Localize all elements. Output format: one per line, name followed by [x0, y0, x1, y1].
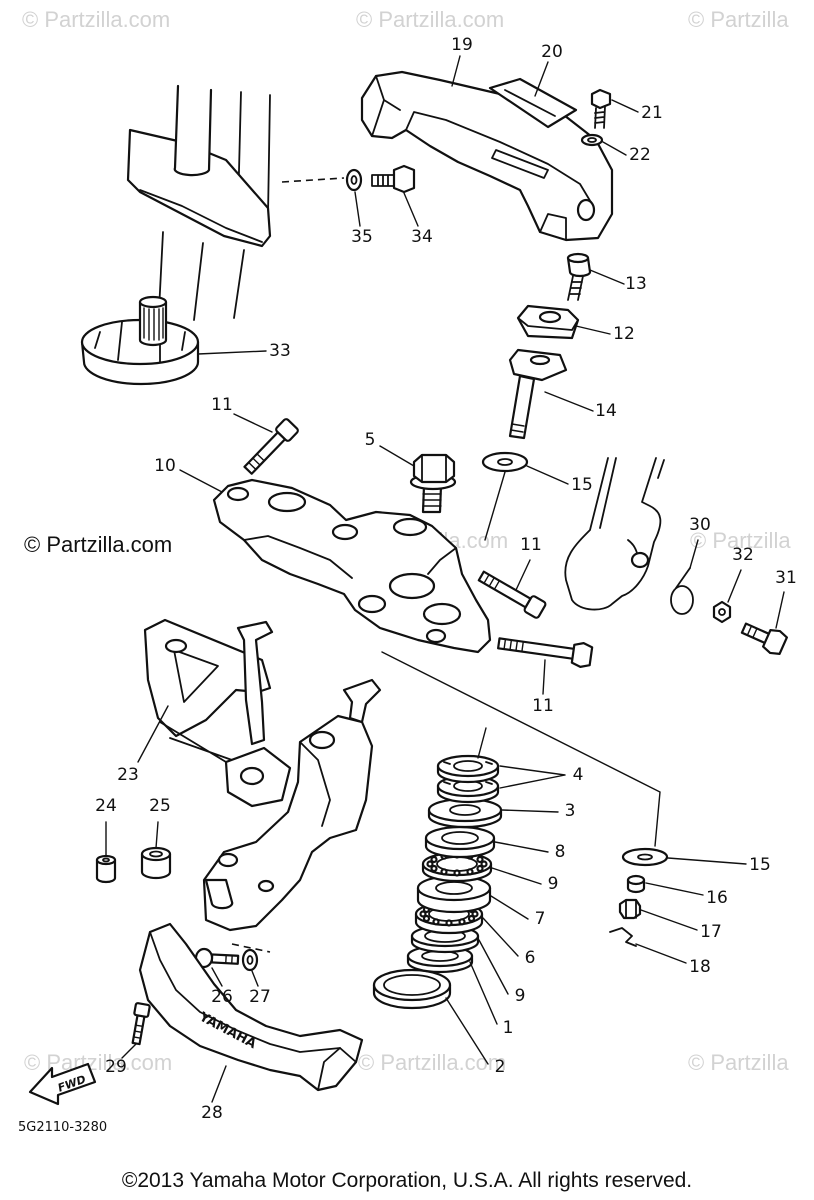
callout-9-lower: 9	[515, 986, 526, 1006]
callout-24: 24	[95, 796, 117, 816]
callout-23: 23	[117, 765, 139, 785]
callout-15-lower: 15	[749, 855, 771, 875]
callout-29: 29	[105, 1057, 127, 1077]
part-13-bolt	[566, 252, 592, 301]
part-29-bolt	[131, 1002, 151, 1046]
callout-22: 22	[629, 145, 651, 165]
part-34-bolt	[371, 164, 416, 194]
part-5-flange-bolt	[409, 453, 457, 514]
part-12-clamp	[516, 304, 580, 340]
part-21-bolt	[590, 88, 612, 129]
callout-5: 5	[365, 430, 376, 450]
callout-26: 26	[211, 987, 233, 1007]
callout-15-upper: 15	[571, 475, 593, 495]
callout-6: 6	[525, 948, 536, 968]
part-22-washer	[580, 133, 604, 147]
part-8-race	[424, 825, 496, 859]
part-4-ring-nut-upper	[436, 754, 500, 784]
callout-34: 34	[411, 227, 433, 247]
callout-21: 21	[641, 103, 663, 123]
watermark-bottom-right: © Partzilla	[688, 1050, 789, 1075]
diagram-code: 5G2110-3280	[18, 1120, 107, 1135]
callout-4: 4	[573, 765, 584, 785]
part-33-steering-stem-nut	[80, 295, 200, 386]
watermark-bottom-left: © Partzilla.com	[24, 1050, 172, 1075]
callout-32: 32	[732, 545, 754, 565]
part-11-bolt-middle	[477, 570, 547, 619]
callout-3: 3	[565, 801, 576, 821]
part-35-washer	[345, 168, 363, 192]
watermark-top-right: © Partzilla	[688, 7, 789, 32]
part-24-nut	[95, 854, 117, 884]
part-16-collar	[626, 874, 646, 894]
callout-10: 10	[154, 456, 176, 476]
callout-1: 1	[503, 1018, 514, 1038]
watermark-top-center: © Partzilla.com	[356, 7, 504, 32]
part-30-clip	[670, 567, 694, 615]
callout-2: 2	[495, 1057, 506, 1077]
callout-11-middle-bolt: 11	[520, 535, 542, 555]
callout-11-lower-bolt: 11	[532, 696, 554, 716]
callout-16: 16	[706, 888, 728, 908]
part-3-washer	[427, 797, 503, 829]
callout-14: 14	[595, 401, 617, 421]
part-31-bolt	[740, 622, 788, 655]
callout-30: 30	[689, 515, 711, 535]
part-17-nut	[618, 898, 642, 920]
part-19-upper-bracket	[360, 70, 614, 242]
part-2-seal	[372, 968, 452, 1010]
part-32-nut	[712, 600, 732, 624]
watermark-left-prominent: © Partzilla.com	[24, 532, 172, 557]
part-23-bracket	[143, 618, 292, 808]
callout-33: 33	[269, 341, 291, 361]
part-11-bolt-upper	[243, 418, 299, 475]
part-25-collar	[140, 846, 172, 880]
part-14-handlebar-holder	[508, 348, 568, 440]
guide-lines	[231, 177, 661, 953]
part-9-ball-bearing-upper	[421, 851, 493, 883]
leader-lines	[105, 55, 785, 1103]
callout-18: 18	[689, 957, 711, 977]
callout-25: 25	[149, 796, 171, 816]
fork-leg-lower	[564, 457, 665, 611]
callout-31: 31	[775, 568, 797, 588]
watermark-mid-right: © Partzilla	[690, 528, 791, 553]
callouts: 19 20 21 22 35 34 13 12 33 14 11 5 15 10…	[95, 35, 797, 1123]
callout-13: 13	[625, 274, 647, 294]
part-11-bolt-lower	[497, 637, 594, 668]
part-15-washer-lower	[621, 847, 669, 867]
part-15-washer-upper	[481, 451, 529, 473]
watermark-bottom-center: © Partzilla.com	[358, 1050, 506, 1075]
callout-12: 12	[613, 324, 635, 344]
part-7-race	[416, 874, 492, 914]
callout-28: 28	[201, 1103, 223, 1123]
callout-27: 27	[249, 987, 271, 1007]
watermark-top-left: © Partzilla.com	[22, 7, 170, 32]
part-27-washer	[241, 948, 259, 972]
callout-35: 35	[351, 227, 373, 247]
callout-11-upper-bolt: 11	[211, 395, 233, 415]
callout-9-upper: 9	[548, 874, 559, 894]
part-20-plate	[488, 77, 578, 129]
part-10-under-bracket	[212, 478, 492, 654]
callout-7: 7	[535, 909, 546, 929]
callout-8: 8	[555, 842, 566, 862]
part-18-clip	[609, 927, 637, 947]
callout-20: 20	[541, 42, 563, 62]
headlight-bracket	[202, 678, 382, 932]
copyright-notice: ©2013 Yamaha Motor Corporation, U.S.A. A…	[122, 1169, 692, 1192]
callout-19: 19	[451, 35, 473, 55]
part-4-ring-nut-lower	[436, 774, 500, 804]
part-28-cover: YAMAHA	[138, 922, 364, 1092]
fork-tubes	[126, 84, 272, 331]
callout-17: 17	[700, 922, 722, 942]
